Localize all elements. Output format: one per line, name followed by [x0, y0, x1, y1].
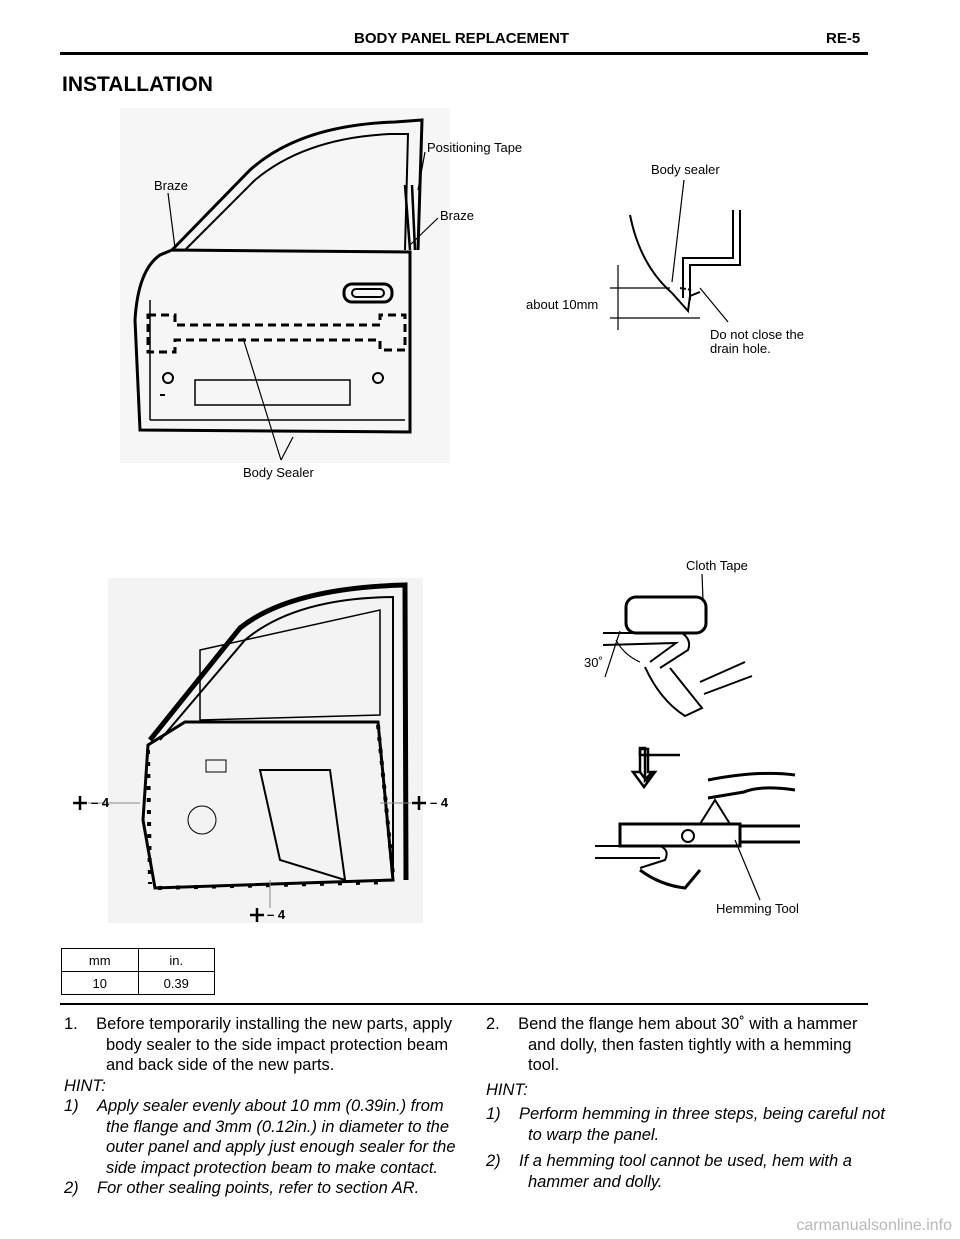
conversion-mm-header: mm — [61, 948, 139, 972]
step-1: 1. Before temporarily installing the new… — [64, 1015, 452, 1074]
section-marks — [73, 796, 426, 922]
label-drain-hole: Do not close the drain hole. — [710, 328, 804, 356]
step-2: 2. Bend the flange hem about 30˚ with a … — [486, 1015, 858, 1074]
section-mark-bottom: – 4 — [267, 907, 286, 922]
flange-section — [629, 210, 741, 314]
label-positioning-tape: Positioning Tape — [427, 140, 523, 155]
footer-watermark: carmanualsonline.info — [796, 1217, 952, 1234]
label-body-sealer-fig1: Body Sealer — [243, 465, 314, 480]
hint-right-1: 1) Perform hemming in three steps, being… — [486, 1105, 885, 1144]
hint-left-1: 1) Apply sealer evenly about 10 mm (0.39… — [64, 1097, 456, 1177]
instructions-right: 2. Bend the flange hem about 30˚ with a … — [486, 1014, 886, 1192]
label-drain-hole-line1: Do not close the — [710, 327, 804, 342]
hint-right-2: 2) If a hemming tool cannot be used, hem… — [486, 1152, 852, 1191]
header-title: BODY PANEL REPLACEMENT — [354, 30, 570, 47]
label-about-10mm: about 10mm — [526, 297, 599, 312]
label-body-sealer-fig2: Body sealer — [651, 162, 720, 177]
label-angle: 30˚ — [584, 655, 603, 670]
label-braze-right: Braze — [440, 208, 474, 223]
header-code: RE-5 — [826, 30, 861, 47]
door-figure-2 — [108, 578, 423, 923]
fig1-leaders — [167, 151, 439, 461]
label-hemming-tool: Hemming Tool — [716, 901, 799, 916]
conversion-in-value: 0.39 — [137, 971, 215, 995]
fig2-dims — [610, 179, 729, 330]
section-mark-right: – 4 — [430, 795, 449, 810]
conversion-in-header: in. — [137, 948, 215, 972]
conversion-table: mm in. 10 0.39 — [61, 948, 215, 995]
label-braze-left: Braze — [154, 178, 188, 193]
instructions-left: 1. Before temporarily installing the new… — [64, 1014, 458, 1199]
section-mark-left: – 4 — [91, 795, 110, 810]
hint-label-left: HINT: — [64, 1076, 106, 1095]
header-rule — [60, 52, 868, 55]
label-drain-hole-line2: drain hole. — [710, 341, 771, 356]
conversion-mm-value: 10 — [61, 971, 139, 995]
hint-label-right: HINT: — [486, 1080, 528, 1099]
hint-left-2: 2) For other sealing points, refer to se… — [64, 1179, 420, 1197]
hemming-tool-figure — [595, 573, 800, 901]
down-arrow-icon — [630, 747, 658, 790]
section-title: INSTALLATION — [62, 73, 213, 96]
door-figure-1 — [120, 108, 450, 463]
label-cloth-tape: Cloth Tape — [686, 558, 748, 573]
